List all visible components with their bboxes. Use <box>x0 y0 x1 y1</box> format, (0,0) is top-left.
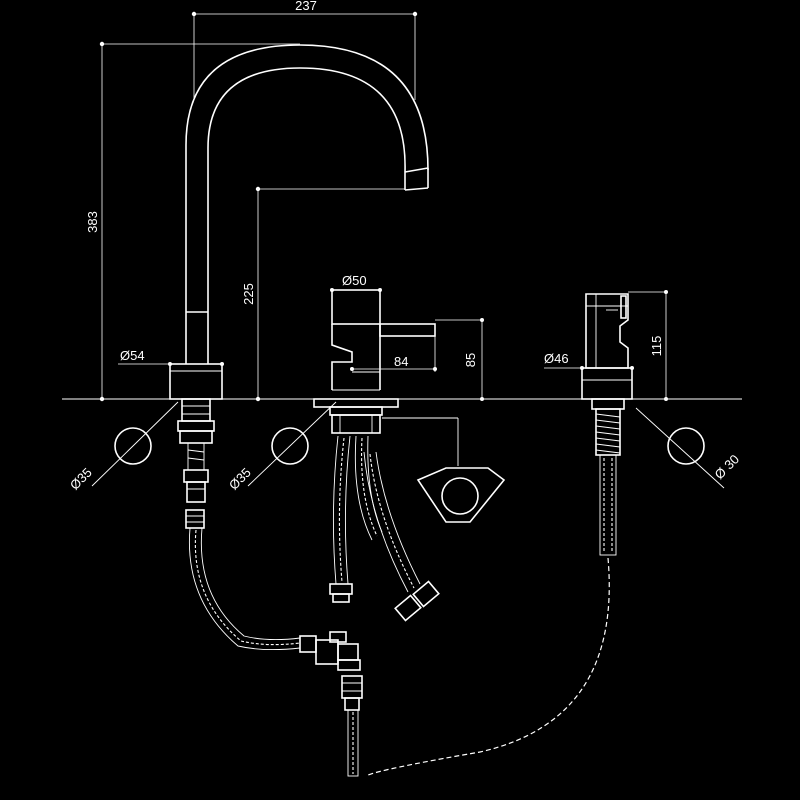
dim-spout-height-label: 383 <box>85 211 100 233</box>
dim-lever-length: 84 <box>350 336 437 372</box>
mixer-base-plate <box>313 398 459 466</box>
handset <box>585 293 629 369</box>
dim-spout-reach: 237 <box>191 0 418 100</box>
dim-handset-dia-label: Ø46 <box>544 351 569 366</box>
spout-hole-symbol: Ø35 <box>67 401 179 493</box>
dim-handset-height-label: 115 <box>649 336 664 357</box>
dim-mixer-dia-label: Ø50 <box>342 273 367 288</box>
outlet-hose <box>341 675 363 777</box>
handset-hole-symbol: Ø 30 <box>635 407 743 489</box>
mixer-hole-symbol: Ø35 <box>226 401 337 493</box>
dim-mixer-height-label: 85 <box>463 353 478 367</box>
dim-mixer-height: 85 <box>435 318 484 401</box>
dim-mixer-dia: Ø50 <box>330 273 382 292</box>
spout-base <box>169 363 223 400</box>
tee-connector <box>299 631 361 671</box>
fixing-bracket <box>416 467 506 523</box>
dim-spout-reach-label: 237 <box>295 0 317 13</box>
handset-hose <box>365 557 610 777</box>
dim-handset-dia: Ø46 <box>544 351 634 370</box>
dim-spout-base-dia: Ø54 <box>118 348 224 366</box>
mixer-supply-hoses <box>329 435 440 622</box>
dim-spout-height: 383 <box>85 41 300 402</box>
mixer-lever <box>379 323 436 337</box>
mixer-hole-dia-label: Ø35 <box>226 465 254 493</box>
handset-threaded-shank <box>595 408 621 456</box>
spout-supply-hose <box>185 509 301 651</box>
handset-holder <box>581 367 633 410</box>
dim-outlet-height: 225 <box>241 186 405 402</box>
mixer-body <box>331 289 381 391</box>
spout-fixing-stud <box>177 398 215 503</box>
dim-spout-base-dia-label: Ø54 <box>120 348 145 363</box>
spout <box>185 44 429 364</box>
handset-hole-dia-label: Ø 30 <box>712 452 743 483</box>
dim-lever-length-label: 84 <box>394 354 408 369</box>
dim-outlet-height-label: 225 <box>241 283 256 305</box>
handset-hose-sleeve <box>599 454 617 556</box>
dim-handset-height: 115 <box>628 290 668 401</box>
spout-hole-dia-label: Ø35 <box>67 465 95 493</box>
